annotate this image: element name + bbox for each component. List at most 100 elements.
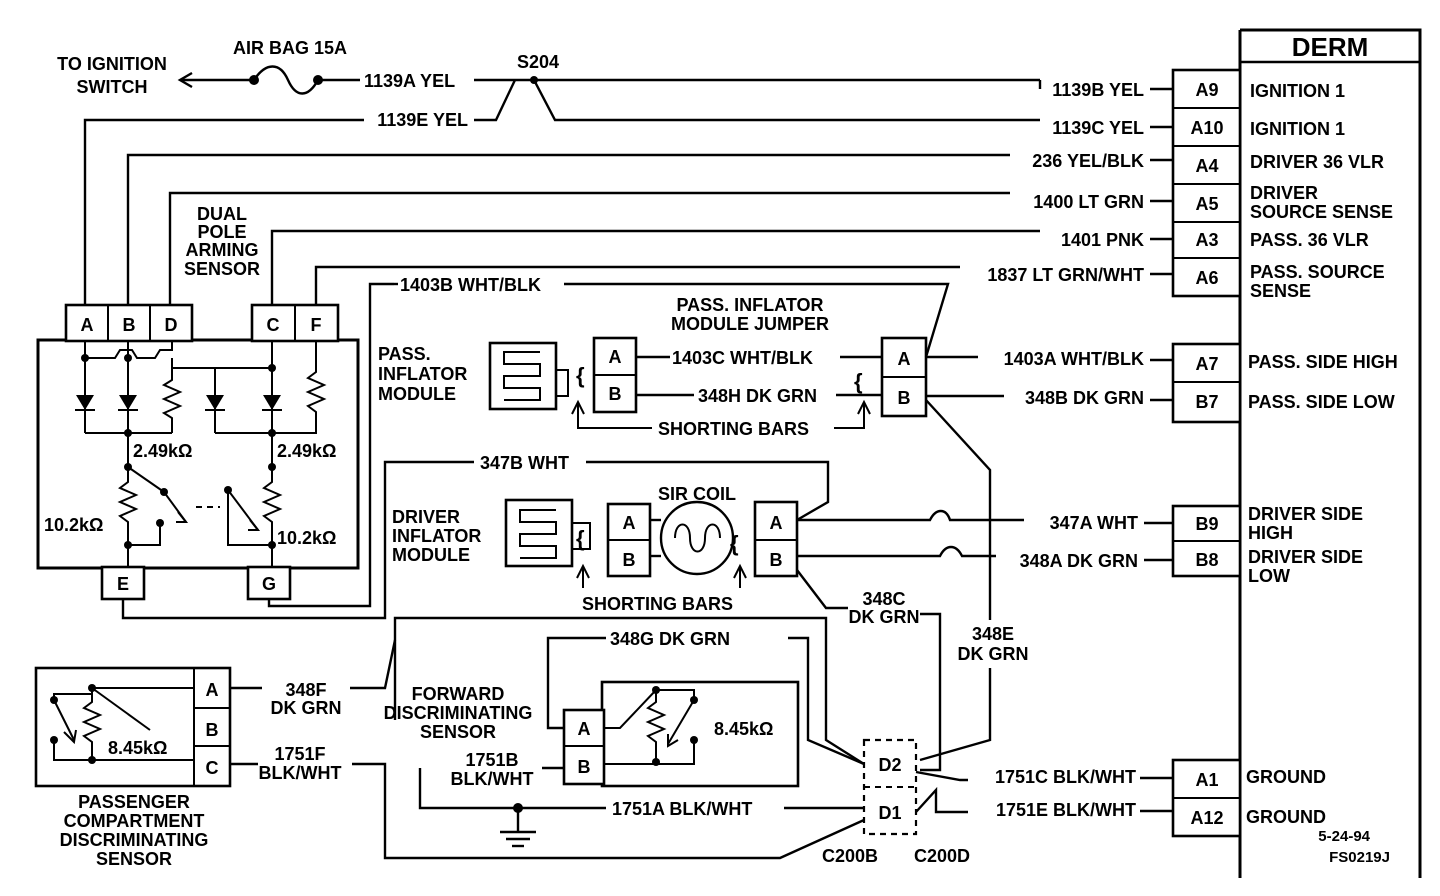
derm-pin-a12: A12: [1190, 808, 1223, 828]
derm-function-a5-line2: SOURCE SENSE: [1250, 202, 1393, 222]
forward-sensor-label-1: FORWARD: [412, 684, 505, 704]
derm-function-a6-line1: PASS. SOURCE: [1250, 262, 1385, 282]
derm-function-a9: IGNITION 1: [1250, 81, 1345, 101]
wire-1751c-label: 1751C BLK/WHT: [995, 767, 1136, 787]
pass-sensor-pin-b: B: [206, 720, 219, 740]
wire-348f-label-1: 348F: [285, 680, 326, 700]
wire-347a-label: 347A WHT: [1050, 513, 1138, 533]
arming-pin-a: A: [81, 315, 94, 335]
wire-348b-label: 348B DK GRN: [1025, 388, 1144, 408]
sir-coil-label: SIR COIL: [658, 484, 736, 504]
wire-1400-label: 1400 LT GRN: [1033, 192, 1144, 212]
pass-sensor-label-4: SENSOR: [96, 849, 172, 869]
arming-pin-c: C: [267, 315, 280, 335]
dual-pole-arming-sensor: DUAL POLE ARMING SENSOR A B D C F E G: [36, 204, 360, 601]
arming-pin-f: F: [311, 315, 322, 335]
jumper-pin-b: B: [898, 388, 911, 408]
forward-sensor-resistor: 8.45kΩ: [714, 719, 773, 739]
derm-function-a7: PASS. SIDE HIGH: [1248, 352, 1398, 372]
coil-pin-a: A: [770, 513, 783, 533]
jumper-pin-a: A: [898, 349, 911, 369]
jumper-label-2: MODULE JUMPER: [671, 314, 829, 334]
derm-function-a4: DRIVER 36 VLR: [1250, 152, 1384, 172]
wire-1751f-label-2: BLK/WHT: [259, 763, 342, 783]
wire-1751b-label-2: BLK/WHT: [451, 769, 534, 789]
derm-title: DERM: [1292, 32, 1369, 62]
pass-sensor-pin-c: C: [206, 758, 219, 778]
wire-1403a-label: 1403A WHT/BLK: [1004, 349, 1144, 369]
connector-c200: D2 D1 C200B C200D 1751C BLK/WHT 1751E BL…: [822, 738, 1173, 866]
derm-function-a5-line1: DRIVER: [1250, 183, 1318, 203]
wire-1139a-label: 1139A YEL: [364, 71, 455, 91]
splice-s204-label: S204: [517, 52, 559, 72]
driver-inflator-pin-a: A: [623, 513, 636, 533]
pass-sensor-pin-a: A: [206, 680, 219, 700]
derm-pin-a7: A7: [1195, 354, 1218, 374]
fuse-label: AIR BAG 15A: [233, 38, 347, 58]
wire-348e-label-1: 348E: [972, 624, 1014, 644]
arming-sensor-title-2: POLE: [197, 222, 246, 242]
diagram-date: 5-24-94: [1318, 828, 1370, 845]
pass-shorting-brace: {: [576, 363, 585, 388]
arming-resistor-left-label: 2.49kΩ: [133, 441, 192, 461]
derm-pin-a3: A3: [1195, 230, 1218, 250]
wire-1751e-label: 1751E BLK/WHT: [996, 800, 1136, 820]
derm-function-b7: PASS. SIDE LOW: [1248, 392, 1395, 412]
diagram-code: FS0219J: [1329, 849, 1390, 866]
ignition-feed: TO IGNITION SWITCH AIR BAG 15A 1139A YEL…: [57, 38, 1173, 305]
wire-236-label: 236 YEL/BLK: [1032, 151, 1144, 171]
coil-shorting-brace: {: [730, 531, 739, 556]
pass-sensor-label-3: DISCRIMINATING: [60, 830, 209, 850]
derm-function-b9-line1: DRIVER SIDE: [1248, 504, 1363, 524]
driver-shorting-bars-label: SHORTING BARS: [582, 594, 733, 614]
pass-sensor-resistor: 8.45kΩ: [108, 738, 167, 758]
forward-sensor-label-2: DISCRIMINATING: [384, 703, 533, 723]
pass-inflator-label-2: INFLATOR: [378, 364, 467, 384]
arming-pin-e: E: [117, 574, 129, 594]
wire-1139c-label: 1139C YEL: [1052, 118, 1144, 138]
wire-348e-label-2: DK GRN: [958, 644, 1029, 664]
derm-pin-a6: A6: [1195, 268, 1218, 288]
arming-pin-b: B: [123, 315, 136, 335]
arming-pin-g: G: [262, 574, 276, 594]
derm-function-b9-line2: HIGH: [1248, 523, 1293, 543]
forward-sensor-pin-b: B: [578, 757, 591, 777]
pass-inflator-pin-b: B: [609, 384, 622, 404]
arming-resistor-low-left-label: 10.2kΩ: [44, 515, 103, 535]
pass-inflator-label-3: MODULE: [378, 384, 456, 404]
forward-sensor-label-3: SENSOR: [420, 722, 496, 742]
derm-function-a6-line2: SENSE: [1250, 281, 1311, 301]
driver-inflator-module: DRIVER INFLATOR MODULE { A B SIR COIL { …: [392, 453, 1173, 772]
derm-function-a3: PASS. 36 VLR: [1250, 230, 1369, 250]
derm-pin-a9: A9: [1195, 80, 1218, 100]
derm-pin-a10: A10: [1190, 118, 1223, 138]
derm-connector-block: [1171, 68, 1242, 838]
derm-pin-b8: B8: [1195, 550, 1218, 570]
wire-1751a-label: 1751A BLK/WHT: [612, 799, 752, 819]
ignition-switch-label-2: SWITCH: [77, 77, 148, 97]
jumper-shorting-brace: {: [854, 369, 863, 394]
pass-inflator-module: PASS. INFLATOR MODULE { A B PASS. INFLAT…: [378, 275, 1173, 439]
pass-sensor-label-1: PASSENGER: [78, 792, 190, 812]
wire-348g-label: 348G DK GRN: [610, 629, 730, 649]
forward-discriminating-sensor: FORWARD DISCRIMINATING SENSOR A B 8.45kΩ…: [384, 629, 865, 848]
derm-pin-b9: B9: [1195, 514, 1218, 534]
driver-shorting-brace: {: [576, 526, 585, 551]
arming-pin-d: D: [165, 315, 178, 335]
sir-coil-icon: [659, 500, 735, 576]
connector-d2: D2: [878, 755, 901, 775]
wire-348f-label-2: DK GRN: [271, 698, 342, 718]
wire-1751b-label-1: 1751B: [465, 750, 518, 770]
derm-function-a1: GROUND: [1246, 767, 1326, 787]
jumper-label-1: PASS. INFLATOR: [676, 295, 823, 315]
wire-1403c-label: 1403C WHT/BLK: [672, 348, 813, 368]
pass-sensor-label-2: COMPARTMENT: [64, 811, 205, 831]
pass-inflator-label-1: PASS.: [378, 344, 431, 364]
ignition-switch-label-1: TO IGNITION: [57, 54, 167, 74]
arming-sensor-wires: 236 YEL/BLK 1400 LT GRN 1401 PNK 1837 LT…: [126, 151, 1173, 305]
derm-pin-a4: A4: [1195, 156, 1218, 176]
derm-function-b8-line2: LOW: [1248, 566, 1290, 586]
wire-348a-label: 348A DK GRN: [1020, 551, 1138, 571]
arming-resistor-low-right-label: 10.2kΩ: [277, 528, 336, 548]
